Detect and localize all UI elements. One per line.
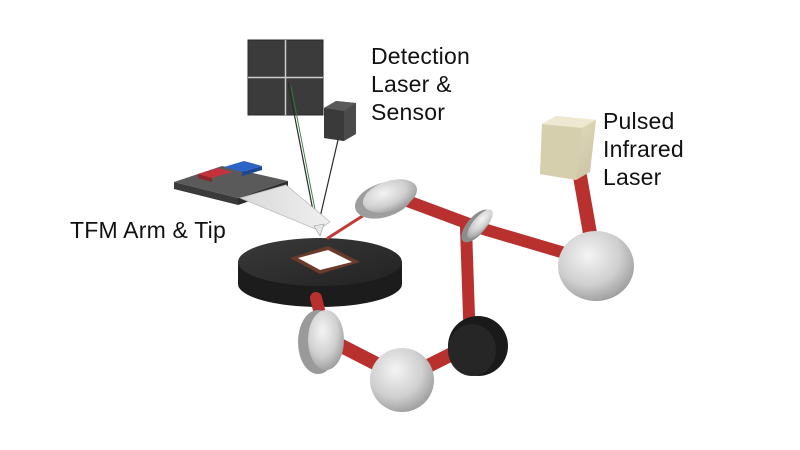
ir-laser-box-icon	[540, 116, 596, 180]
detection-label-line-2: Laser &	[371, 71, 452, 97]
detection-label-line-3: Sensor	[371, 99, 446, 125]
tfm-arm-tip-label: TFM Arm & Tip	[70, 216, 226, 244]
detection-laser-sensor-label: Detection Laser & Sensor	[371, 42, 470, 126]
detection-label-line-1: Detection	[371, 43, 470, 69]
mirror-icon	[370, 348, 434, 412]
mirror-icon	[461, 209, 493, 243]
mirror-icon	[354, 179, 418, 219]
pulsed-infrared-laser-label: Pulsed Infrared Laser	[603, 107, 684, 191]
sample-stage-icon	[238, 238, 402, 307]
detection-laser-icon	[324, 101, 356, 141]
pulsed-label-line-1: Pulsed	[603, 108, 675, 134]
pulsed-label-line-2: Infrared	[603, 136, 684, 162]
mirror-icon	[558, 231, 634, 301]
detection-beams	[287, 81, 339, 227]
tfm-label-text: TFM Arm & Tip	[70, 217, 226, 243]
quadrant-photodiode-icon	[247, 39, 324, 116]
mirror-icon	[448, 316, 508, 376]
mirror-icon	[298, 310, 344, 374]
pulsed-label-line-3: Laser	[603, 164, 662, 190]
tfm-arm-icon	[238, 184, 331, 237]
